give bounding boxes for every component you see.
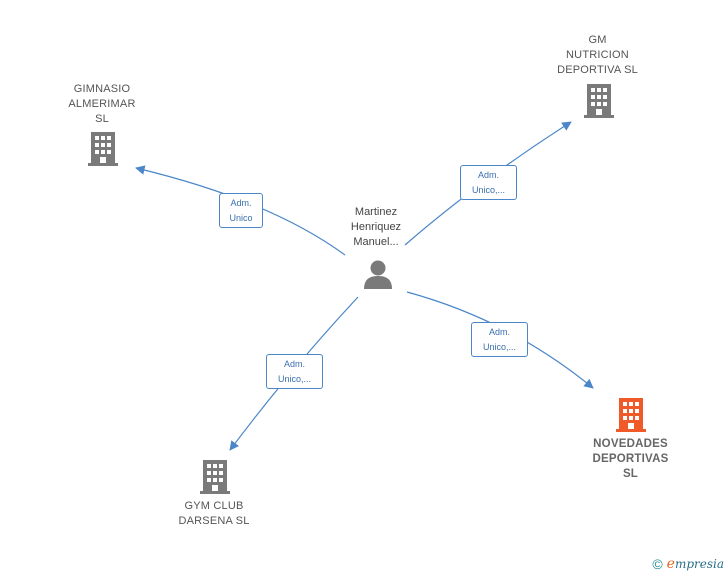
building-icon xyxy=(616,398,646,432)
building-icon xyxy=(200,460,230,494)
building-icon xyxy=(88,132,118,166)
edge-label-gm: Adm. Unico,... xyxy=(460,165,517,200)
person-label: Martinez Henriquez Manuel... xyxy=(350,206,402,248)
edge-label-novedades: Adm. Unico,... xyxy=(471,322,528,357)
company-label-novedades: NOVEDADES DEPORTIVAS SL xyxy=(592,438,669,480)
copyright-symbol: © xyxy=(652,556,663,572)
empresia-logo: empresia xyxy=(666,556,724,572)
company-label-gm: GM NUTRICION DEPORTIVA SL xyxy=(557,34,638,76)
edge-label-gimnasio: Adm. Unico xyxy=(219,193,263,228)
edge-label-gymclub: Adm. Unico,... xyxy=(266,354,323,389)
company-label-gimnasio: GIMNASIO ALMERIMAR SL xyxy=(68,83,136,125)
building-icon xyxy=(584,84,614,118)
company-label-gymclub: GYM CLUB DARSENA SL xyxy=(178,500,250,527)
footer-brand: © empresia xyxy=(652,556,724,572)
person-icon xyxy=(364,260,392,289)
